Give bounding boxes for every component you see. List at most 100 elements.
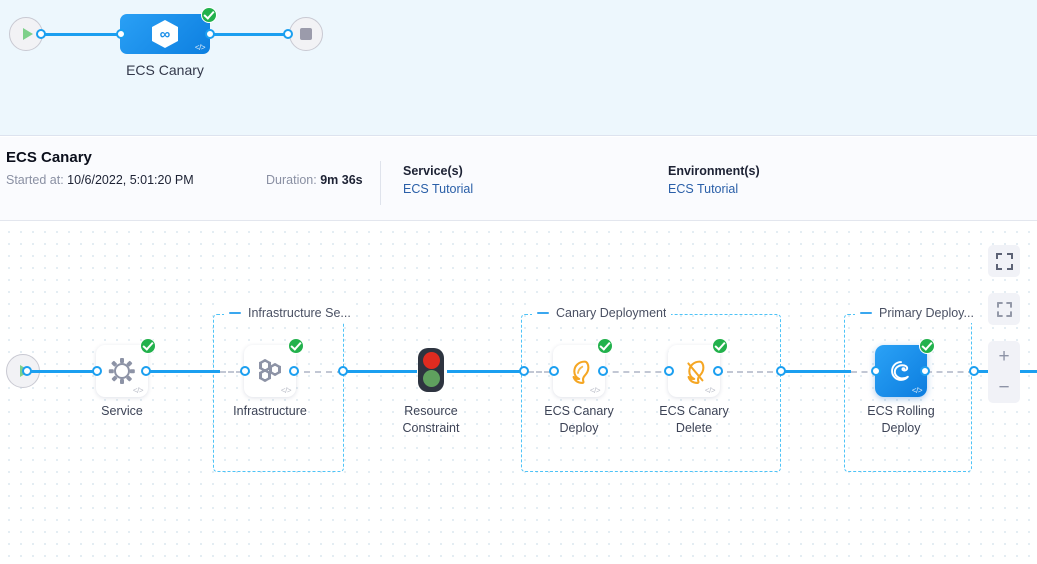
- node-infrastructure-out-port[interactable]: [289, 366, 299, 376]
- group-header[interactable]: Canary Deployment: [532, 303, 672, 323]
- ecs-rolling-icon: [891, 361, 909, 381]
- pipeline-stop-node[interactable]: [289, 17, 323, 51]
- collapse-dash-icon[interactable]: [860, 312, 872, 314]
- node-tile[interactable]: </>: [668, 345, 720, 397]
- pipeline-stage-row: ∞ </> ECS Canary: [0, 7, 340, 78]
- service-link[interactable]: ECS Tutorial: [403, 182, 474, 196]
- page-title: ECS Canary: [6, 149, 92, 166]
- started-at: Started at: 10/6/2022, 5:01:20 PM: [6, 173, 194, 187]
- node-tile[interactable]: </>: [244, 345, 296, 397]
- pipeline-stage-label: ECS Canary: [126, 62, 204, 78]
- node-label: ECS Rolling Deploy: [846, 403, 956, 437]
- stop-icon: [300, 28, 312, 40]
- start-port[interactable]: [36, 29, 46, 39]
- zoom-controls[interactable]: + −: [988, 341, 1020, 403]
- node-resource-constraint[interactable]: Resource Constraint: [403, 345, 459, 435]
- node-label: Infrastructure: [233, 404, 307, 418]
- link-group1-out: [293, 371, 343, 373]
- divider: [380, 161, 381, 205]
- stage-in-port[interactable]: [116, 29, 126, 39]
- group-canary-deployment[interactable]: Canary Deployment: [521, 303, 781, 472]
- node-service-in-port[interactable]: [92, 366, 102, 376]
- code-badge: </>: [911, 386, 923, 395]
- node-label-line2: Deploy: [559, 421, 599, 435]
- stage-out-port[interactable]: [205, 29, 215, 39]
- group2-entry-port[interactable]: [519, 366, 529, 376]
- link-group2-in: [528, 371, 558, 373]
- node-rolling-deploy-out-port[interactable]: [920, 366, 930, 376]
- services-column: Service(s) ECS Tutorial: [403, 164, 473, 196]
- duration-value: 9m 36s: [320, 173, 363, 187]
- environments-heading: Environment(s): [668, 164, 760, 178]
- fullscreen-button[interactable]: [988, 245, 1020, 277]
- services-heading: Service(s): [403, 164, 463, 178]
- node-label-line1: ECS Canary: [544, 404, 614, 418]
- stop-port[interactable]: [283, 29, 293, 39]
- link-group3-in: [851, 371, 878, 373]
- node-label: Service: [101, 404, 143, 418]
- node-label-line2: Delete: [675, 421, 713, 435]
- graph-start-port[interactable]: [22, 366, 32, 376]
- collapse-dash-icon[interactable]: [229, 312, 241, 314]
- group1-exit-port[interactable]: [338, 366, 348, 376]
- node-ecs-canary-delete[interactable]: </> ECS Canary Delete: [659, 345, 729, 435]
- marquee-select-icon: [996, 301, 1012, 317]
- status-badge-success: [140, 338, 156, 354]
- collapse-dash-icon[interactable]: [537, 312, 549, 314]
- group-infrastructure-section[interactable]: Infrastructure Se...: [213, 303, 356, 472]
- node-canary-delete-in-port[interactable]: [664, 366, 674, 376]
- link-group2-out: [717, 371, 783, 373]
- link-service-to-group1: [145, 370, 220, 373]
- node-canary-deploy-in-port[interactable]: [549, 366, 559, 376]
- node-label: ECS Canary Delete: [639, 403, 749, 437]
- node-tile[interactable]: </>: [96, 345, 148, 397]
- environments-column: Environment(s) ECS Tutorial: [668, 164, 760, 196]
- node-label: ECS Canary Deploy: [524, 403, 634, 437]
- node-tile[interactable]: </>: [553, 345, 605, 397]
- pipeline-overview-bar: ∞ </> ECS Canary: [0, 0, 1037, 136]
- node-rolling-deploy-in-port[interactable]: [871, 366, 881, 376]
- node-infrastructure-in-port[interactable]: [240, 366, 250, 376]
- zoom-out-button[interactable]: −: [998, 376, 1010, 398]
- link-resource-to-group2: [447, 370, 528, 373]
- group-primary-deployment[interactable]: Primary Deploy...: [844, 303, 979, 472]
- link-group1-in: [220, 371, 250, 373]
- node-canary-deploy-out-port[interactable]: [598, 366, 608, 376]
- marquee-select-button[interactable]: [988, 293, 1020, 325]
- pipeline-stage-ecs-canary[interactable]: ∞ </>: [120, 14, 210, 54]
- node-ecs-rolling-deploy[interactable]: </> ECS Rolling Deploy: [867, 345, 935, 435]
- group-title: Canary Deployment: [556, 306, 667, 320]
- infrastructure-hexagons-icon: [257, 359, 283, 383]
- link-group3-out: [926, 371, 974, 373]
- node-service[interactable]: </> Service: [96, 345, 148, 418]
- play-icon: [22, 28, 33, 40]
- zoom-in-button[interactable]: +: [998, 345, 1010, 367]
- status-badge-success: [597, 338, 613, 354]
- link-canary-deploy-to-delete: [602, 371, 672, 373]
- link-start-to-stage: [45, 32, 123, 36]
- node-label-line2: Constraint: [402, 421, 460, 435]
- link-group2-to-group3: [781, 370, 851, 373]
- group-header[interactable]: Primary Deploy...: [855, 303, 979, 323]
- node-ecs-canary-deploy[interactable]: </> ECS Canary Deploy: [544, 345, 614, 435]
- node-service-out-port[interactable]: [141, 366, 151, 376]
- code-badge: </>: [704, 386, 716, 395]
- status-badge-success: [288, 338, 304, 354]
- link-group1-to-resource: [343, 370, 417, 373]
- node-tile[interactable]: </>: [875, 345, 927, 397]
- environment-link[interactable]: ECS Tutorial: [668, 182, 739, 196]
- group3-exit-port[interactable]: [969, 366, 979, 376]
- execution-graph-canvas[interactable]: Infrastructure Se... Canary Deployment P…: [0, 222, 1037, 564]
- gear-icon: [109, 358, 135, 384]
- group-header[interactable]: Infrastructure Se...: [224, 303, 356, 323]
- traffic-light-icon: [418, 348, 444, 392]
- node-infrastructure[interactable]: </> Infrastructure: [233, 345, 307, 418]
- status-badge-success: [201, 7, 217, 23]
- group2-exit-port[interactable]: [776, 366, 786, 376]
- node-label-line1: Resource: [404, 404, 458, 418]
- canary-bird-icon: [572, 360, 590, 384]
- started-at-label: Started at: [6, 173, 61, 187]
- execution-details-bar: ECS Canary Started at: 10/6/2022, 5:01:2…: [0, 137, 1037, 221]
- node-canary-delete-out-port[interactable]: [713, 366, 723, 376]
